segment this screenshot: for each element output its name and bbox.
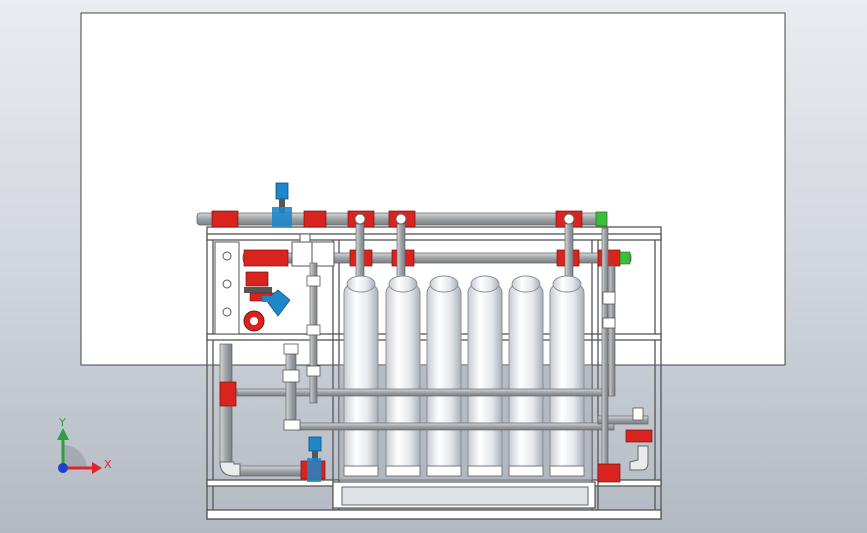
pump-valve-assembly[interactable] (243, 271, 291, 332)
membrane-vessel-6 (549, 275, 585, 477)
bottom-valve-actuator[interactable] (300, 436, 326, 482)
middle-header-pipe (242, 252, 632, 264)
right-elbow (629, 445, 649, 471)
triad-z-axis (58, 463, 68, 473)
membrane-vessel-5 (508, 275, 544, 477)
coordinate-triad[interactable]: Y X (57, 416, 112, 474)
instrument-box (291, 233, 335, 267)
membrane-vessel-1 (343, 275, 379, 477)
middle-green-cap (619, 251, 631, 265)
left-flange (219, 381, 237, 407)
riser-caps (354, 213, 575, 225)
left-small-valves[interactable] (282, 275, 321, 431)
control-panel (214, 241, 240, 335)
middle-header-flanges (243, 249, 621, 267)
green-end-cap (595, 211, 608, 227)
membrane-vessel-2 (385, 275, 421, 477)
membrane-vessel-3 (426, 275, 462, 477)
top-valve-actuator[interactable] (272, 182, 292, 227)
triad-y-arrow (57, 428, 69, 440)
membrane-vessel-4 (467, 275, 503, 477)
left-elbow (219, 461, 241, 477)
triad-x-arrow (92, 462, 102, 474)
base-tray (332, 481, 596, 509)
triad-shadow (63, 445, 87, 469)
triad-x-label: X (104, 458, 112, 471)
right-flanges (597, 429, 653, 483)
right-fittings[interactable] (602, 291, 644, 421)
triad-y-label: Y (58, 416, 66, 429)
